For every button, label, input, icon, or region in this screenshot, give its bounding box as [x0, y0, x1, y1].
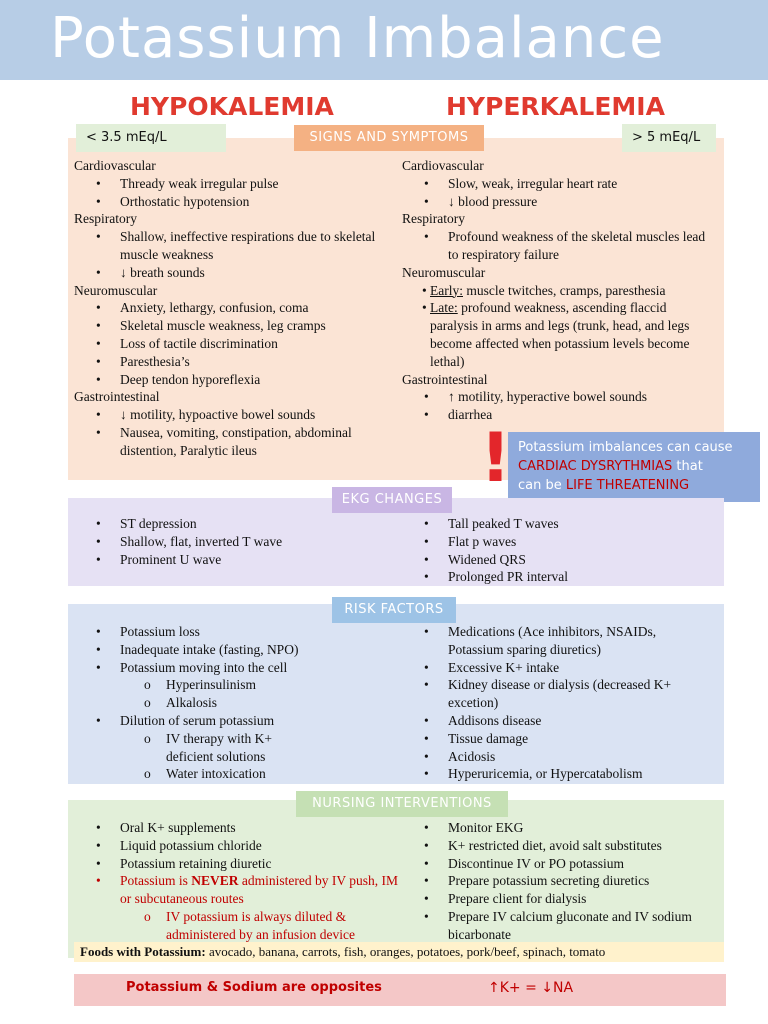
list-item: Prepare potassium secreting diuretics	[396, 872, 714, 890]
foods-strip: Foods with Potassium: avocado, banana, c…	[74, 942, 724, 962]
list-item: Loss of tactile discrimination	[68, 335, 398, 353]
list-item: Addisons disease	[396, 712, 714, 730]
callout-highlight-dysrythmias: CARDIAC DYSRYTHMIAS	[518, 459, 673, 474]
callout-line1: Potassium imbalances can cause	[518, 440, 733, 455]
page-title: Potassium Imbalance	[50, 6, 665, 71]
category-label: Neuromuscular	[74, 282, 158, 298]
signs-label: SIGNS AND SYMPTOMS	[294, 125, 484, 151]
footer-right-text: ↑K+ = ↓NA	[488, 980, 574, 996]
list-item: Potassium loss	[68, 623, 398, 641]
sub-list-item: Alkalosis	[68, 694, 398, 712]
footer-banner: Potassium & Sodium are opposites ↑K+ = ↓…	[74, 974, 726, 1006]
list-item: Shallow, flat, inverted T wave	[68, 533, 398, 551]
list-item: ↓ blood pressure	[396, 193, 714, 211]
list-item: Thready weak irregular pulse	[68, 175, 398, 193]
list-item: Nausea, vomiting, constipation, abdomina…	[68, 424, 398, 460]
risk-left-column: Potassium loss Inadequate intake (fastin…	[68, 623, 398, 783]
warning-post: administered by IV push, IM or subcutane…	[120, 873, 399, 907]
list-item: Potassium moving into the cell	[68, 659, 398, 677]
footer-left-text: Potassium & Sodium are opposites	[126, 980, 382, 995]
list-item: Excessive K+ intake	[396, 659, 714, 677]
list-item-warning: Potassium is NEVER administered by IV pu…	[68, 872, 398, 908]
callout-highlight-life: LIFE THREATENING	[565, 478, 690, 493]
category-label: Gastrointestinal	[402, 371, 488, 387]
hypo-range-badge: < 3.5 mEq/L	[76, 124, 226, 152]
list-item: ST depression	[68, 515, 398, 533]
list-item: Prolonged PR interval	[396, 568, 714, 586]
list-item: Potassium retaining diuretic	[68, 855, 398, 873]
list-item: Acidosis	[396, 748, 714, 766]
signs-left-column: Cardiovascular Thready weak irregular pu…	[68, 157, 398, 460]
list-item: Liquid potassium chloride	[68, 837, 398, 855]
list-item: ↓ motility, hypoactive bowel sounds	[68, 406, 398, 424]
list-item: Tall peaked T waves	[396, 515, 714, 533]
risk-right-column: Medications (Ace inhibitors, NSAIDs, Pot…	[396, 623, 714, 783]
list-item-early: Early: muscle twitches, cramps, paresthe…	[396, 282, 714, 300]
header-banner: Potassium Imbalance	[0, 0, 768, 80]
foods-text: avocado, banana, carrots, fish, oranges,…	[205, 944, 606, 959]
hypokalemia-heading: HYPOKALEMIA	[130, 92, 334, 121]
late-label: Late:	[430, 300, 458, 316]
list-item: Oral K+ supplements	[68, 819, 398, 837]
list-item: Discontinue IV or PO potassium	[396, 855, 714, 873]
signs-right-column: Cardiovascular Slow, weak, irregular hea…	[396, 157, 714, 424]
warning-callout: Potassium imbalances can cause CARDIAC D…	[508, 432, 760, 502]
list-item: Flat p waves	[396, 533, 714, 551]
list-item: Prominent U wave	[68, 551, 398, 569]
list-item: Monitor EKG	[396, 819, 714, 837]
list-item: Deep tendon hyporeflexia	[68, 371, 398, 389]
list-item: Inadequate intake (fasting, NPO)	[68, 641, 398, 659]
sub-list-item-warning: IV potassium is always diluted & adminis…	[68, 908, 398, 944]
category-label: Cardiovascular	[74, 158, 156, 173]
foods-label: Foods with Potassium:	[80, 944, 206, 959]
late-text: profound weakness, ascending flaccid par…	[430, 300, 690, 369]
category-label: Respiratory	[74, 211, 137, 227]
list-item: Orthostatic hypotension	[68, 193, 398, 211]
list-item: Slow, weak, irregular heart rate	[396, 175, 714, 193]
early-text: muscle twitches, cramps, paresthesia	[463, 282, 666, 298]
warning-never: NEVER	[191, 873, 239, 889]
ekg-left-column: ST depression Shallow, flat, inverted T …	[68, 515, 398, 568]
category-label: Neuromuscular	[402, 264, 486, 280]
list-item: Profound weakness of the skeletal muscle…	[396, 228, 714, 264]
callout-mid: that	[672, 459, 703, 474]
list-item: ↓ breath sounds	[68, 264, 398, 282]
list-item: Kidney disease or dialysis (decreased K+…	[396, 676, 714, 712]
list-item: Prepare client for dialysis	[396, 890, 714, 908]
hyper-range-badge: > 5 mEq/L	[622, 124, 716, 152]
callout-line3: can be	[518, 478, 566, 493]
sub-list-item: Water intoxication	[68, 765, 398, 783]
list-item: Hyperuricemia, or Hypercatabolism	[396, 765, 714, 783]
list-item: Tissue damage	[396, 730, 714, 748]
nursing-right-column: Monitor EKG K+ restricted diet, avoid sa…	[396, 819, 714, 944]
category-label: Gastrointestinal	[74, 389, 160, 405]
category-label: Cardiovascular	[402, 158, 484, 173]
list-item-late: Late: profound weakness, ascending flacc…	[396, 299, 714, 370]
ekg-right-column: Tall peaked T waves Flat p waves Widened…	[396, 515, 714, 586]
list-item: Dilution of serum potassium	[68, 712, 398, 730]
sub-list-item: IV therapy with K+ deficient solutions	[68, 730, 298, 766]
list-item: Widened QRS	[396, 551, 714, 569]
list-item: Shallow, ineffective respirations due to…	[68, 228, 398, 264]
ekg-label: EKG CHANGES	[332, 487, 452, 513]
nursing-left-column: Oral K+ supplements Liquid potassium chl…	[68, 819, 398, 944]
sub-list-item: Hyperinsulinism	[68, 676, 398, 694]
hyperkalemia-heading: HYPERKALEMIA	[446, 92, 665, 121]
risk-label: RISK FACTORS	[332, 597, 456, 623]
list-item: diarrhea	[396, 406, 714, 424]
warning-pre: Potassium is	[120, 873, 192, 889]
list-item: Skeletal muscle weakness, leg cramps	[68, 317, 398, 335]
nursing-label: NURSING INTERVENTIONS	[296, 791, 508, 817]
list-item: Prepare IV calcium gluconate and IV sodi…	[396, 908, 714, 944]
list-item: Anxiety, lethargy, confusion, coma	[68, 299, 398, 317]
list-item: Medications (Ace inhibitors, NSAIDs, Pot…	[396, 623, 714, 659]
exclamation-icon: !	[480, 419, 512, 498]
early-label: Early:	[430, 282, 463, 298]
list-item: ↑ motility, hyperactive bowel sounds	[396, 388, 714, 406]
list-item: K+ restricted diet, avoid salt substitut…	[396, 837, 714, 855]
category-label: Respiratory	[402, 211, 465, 227]
list-item: Paresthesia’s	[68, 353, 398, 371]
